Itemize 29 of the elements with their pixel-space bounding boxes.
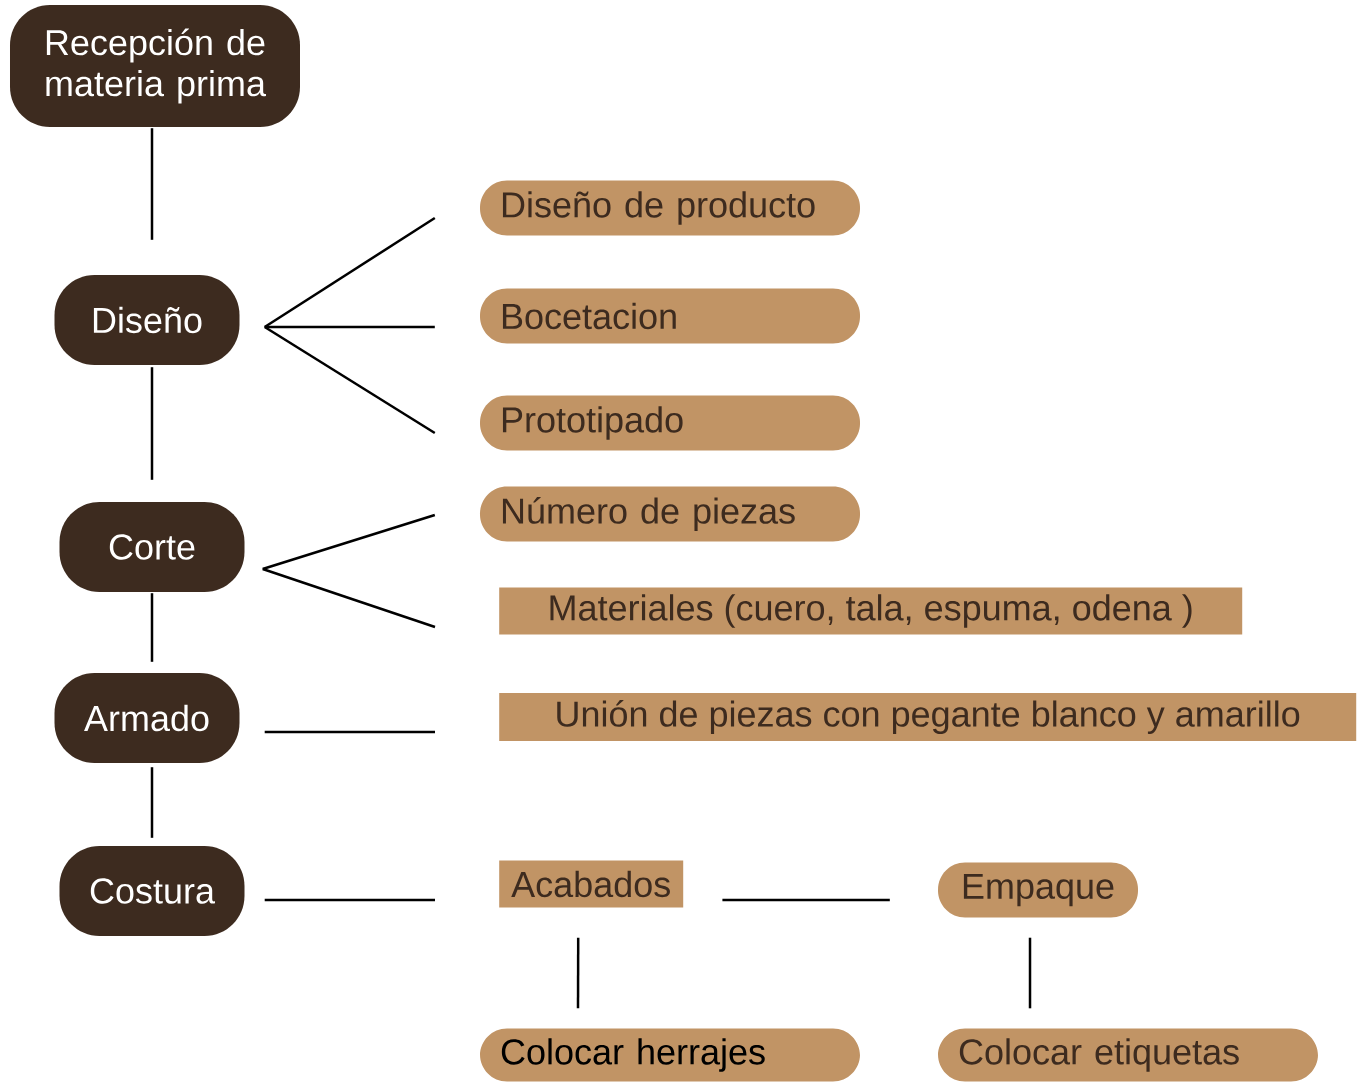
connector-line (262, 567, 436, 629)
substep-pill: Diseño de producto (480, 180, 860, 236)
connector-line (264, 898, 435, 902)
connector-line (150, 593, 154, 662)
substep-box: Materiales (cuero, tala, espuma, odena ) (499, 587, 1243, 635)
substep-pill: Número de piezas (480, 486, 860, 542)
connector-line (264, 730, 435, 734)
step-pill: Corte (59, 502, 245, 592)
connector-line (150, 367, 154, 480)
substep-box: Acabados (499, 860, 684, 908)
connector-line (150, 128, 154, 240)
connector-line (1028, 937, 1032, 1009)
connector-line (262, 513, 436, 571)
connector-line (576, 937, 580, 1009)
substep-pill: Empaque (938, 862, 1138, 918)
connector-line (722, 898, 890, 902)
step-pill: Costura (59, 846, 245, 936)
step-pill: Armado (54, 673, 240, 763)
connector-line (264, 325, 436, 435)
connector-line (150, 767, 154, 838)
connector-line (264, 216, 436, 329)
step-pill: Recepción de materia prima (10, 5, 300, 127)
step-pill: Diseño (54, 275, 240, 365)
substep-box: Unión de piezas con pegante blanco y amarillo (499, 693, 1357, 741)
substep-pill: Bocetacion (480, 288, 860, 344)
substep-pill: Colocar herrajes (480, 1028, 860, 1082)
substep-pill: Prototipado (480, 395, 860, 451)
substep-pill: Colocar etiquetas (938, 1028, 1318, 1082)
connector-line (264, 325, 435, 329)
